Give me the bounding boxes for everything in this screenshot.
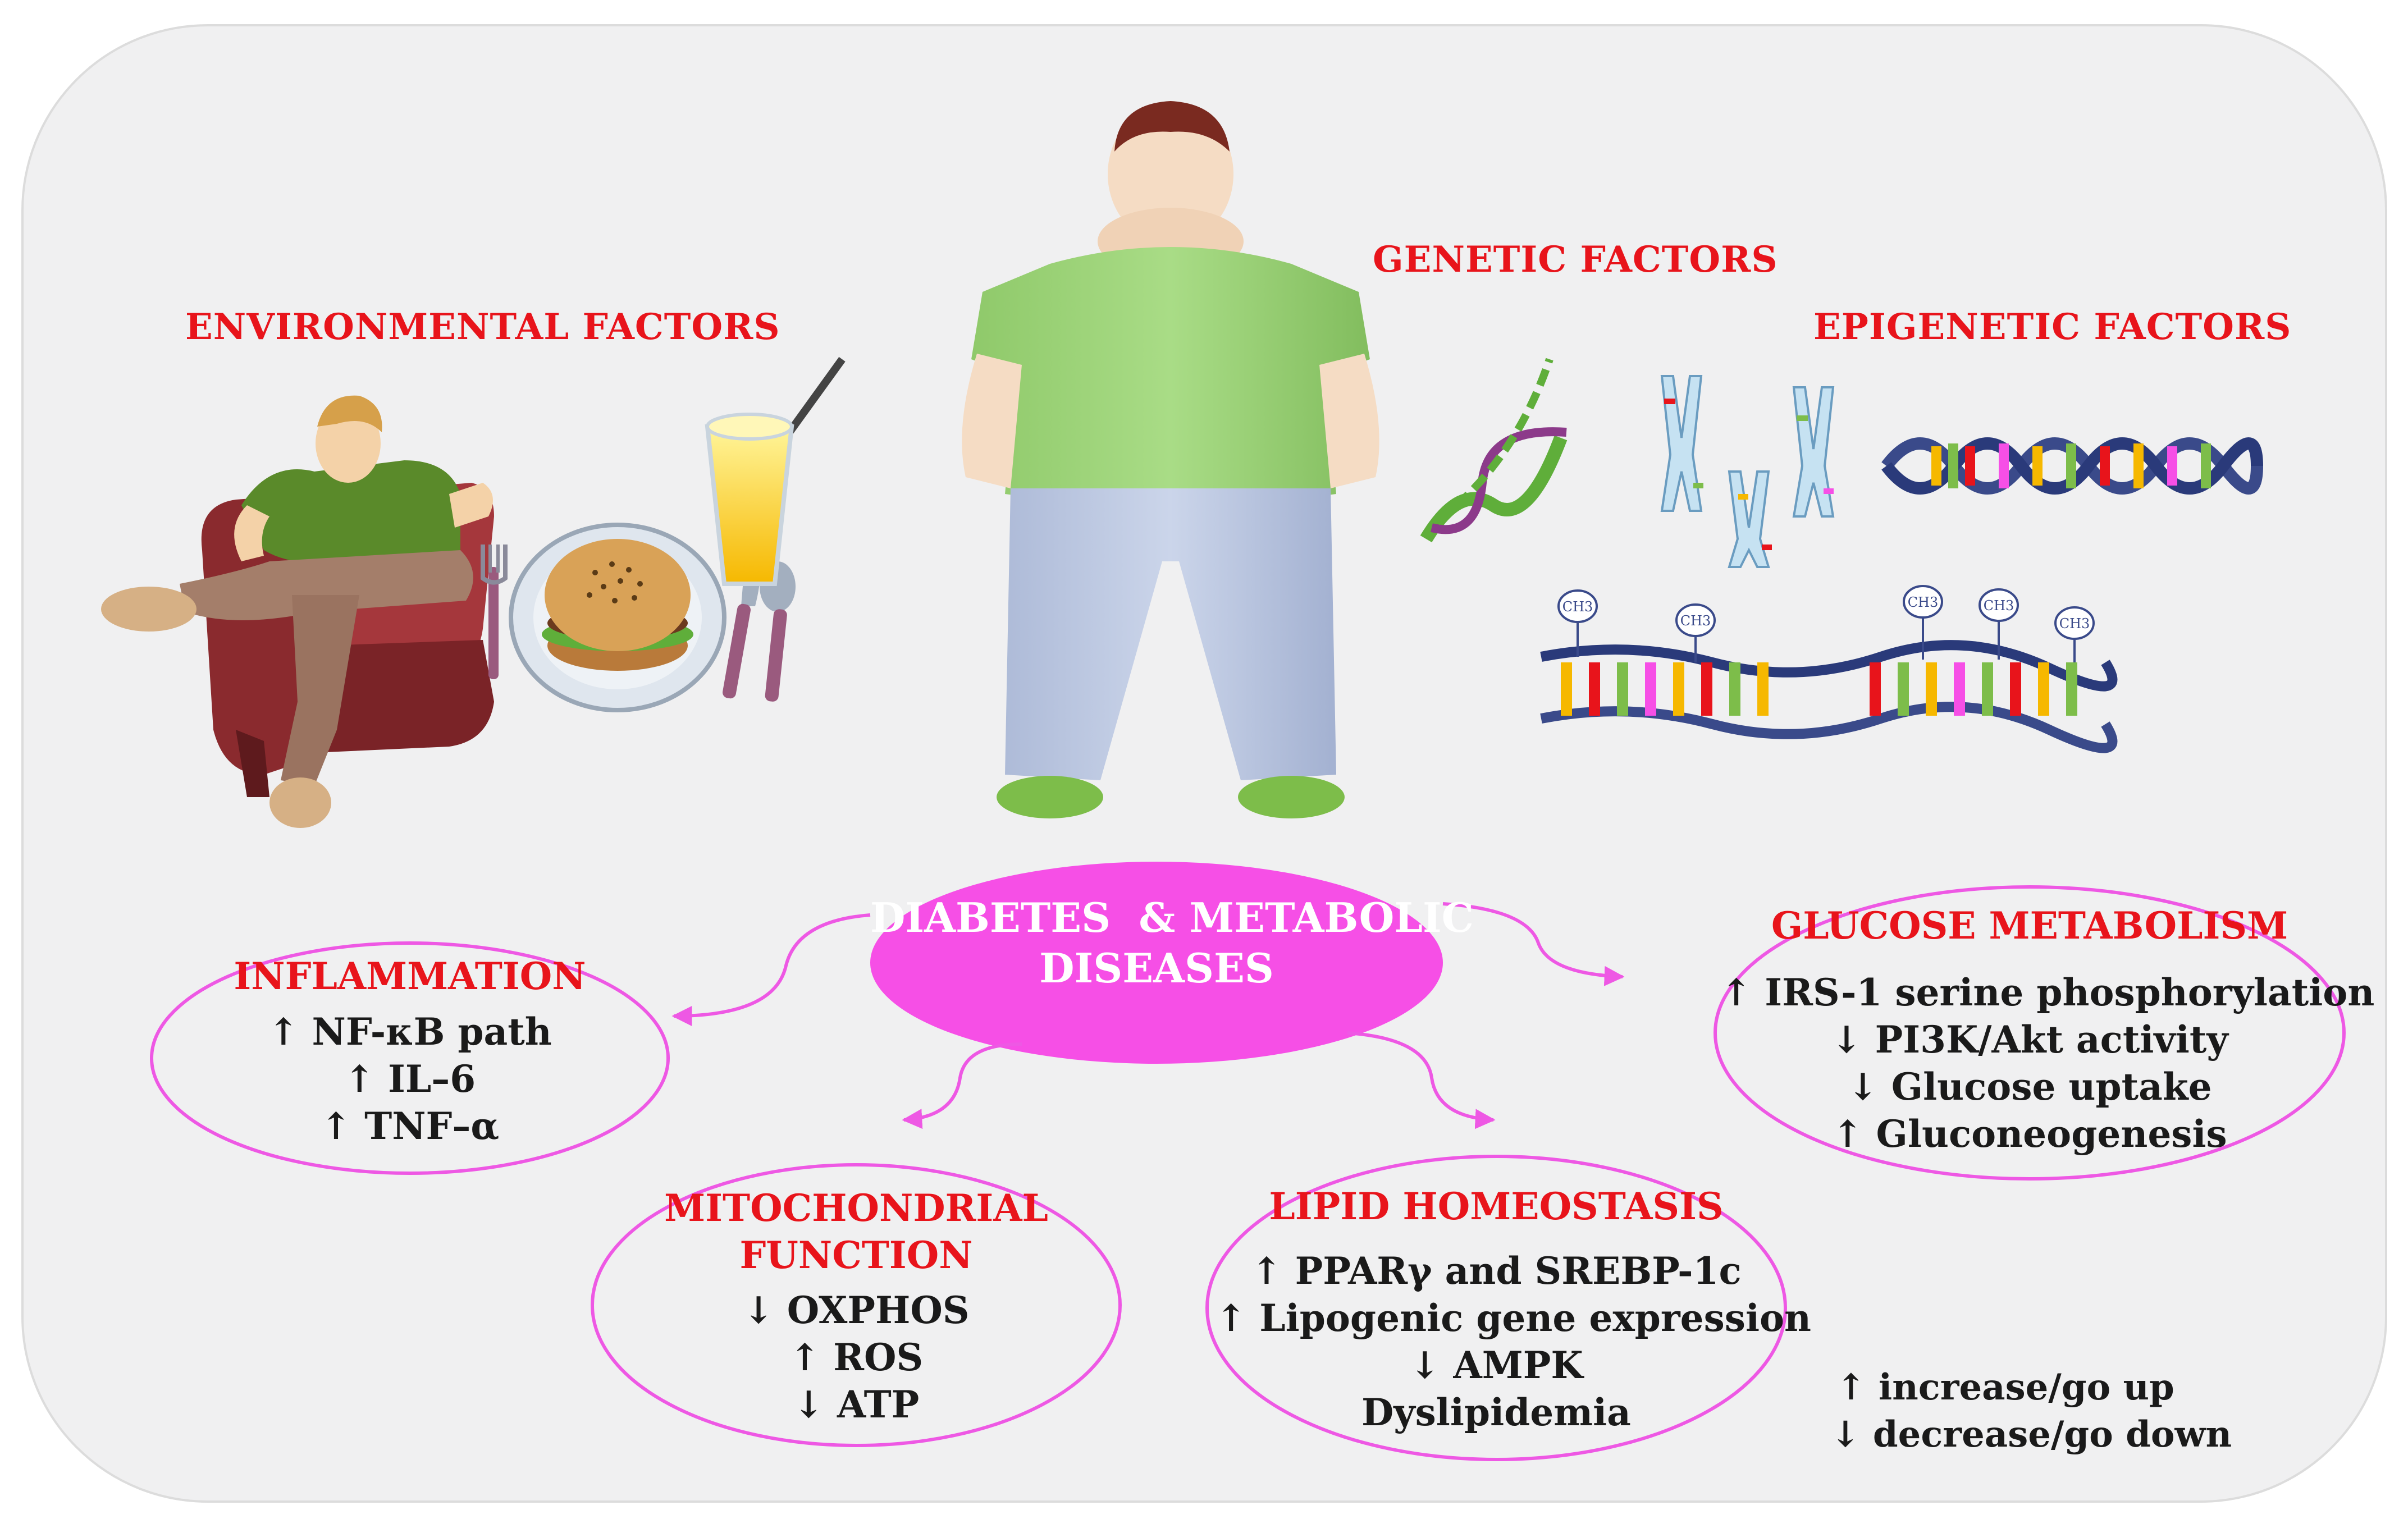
glucose-item: ↑ IRS-1 serine phosphorylation	[1721, 971, 2375, 1014]
legend-decrease: ↓ decrease/go down	[1830, 1413, 2232, 1456]
mitochondrial-title-line1: MITOCHONDRIAL	[664, 1186, 1048, 1230]
glucose-item: ↓ Glucose uptake	[1847, 1065, 2212, 1109]
inflammation-item: ↑ TNF–α	[320, 1104, 500, 1148]
arrow-to-lipid	[1347, 1031, 1496, 1129]
inflammation-item: ↑ IL–6	[344, 1057, 476, 1101]
inflammation-title: INFLAMMATION	[234, 954, 586, 998]
mitochondrial-title-line2: FUNCTION	[739, 1233, 973, 1277]
fork-icon	[481, 545, 508, 679]
mitochondrial-item: ↑ ROS	[789, 1335, 924, 1379]
mitochondrial-box: MITOCHONDRIAL FUNCTION ↓ OXPHOS ↑ ROS ↓ …	[632, 1184, 1081, 1428]
methyl-group-marker	[1903, 585, 1943, 619]
lipid-item: ↑ PPARγ and SREBP-1c	[1251, 1249, 1742, 1293]
center-ellipse	[870, 862, 1443, 1064]
lipid-ellipse	[1205, 1155, 1787, 1461]
epigenetic-factors-label: EPIGENETIC FACTORS	[1813, 306, 2292, 348]
center-title: DIABETES & METABOLIC DISEASES	[870, 893, 1474, 994]
glucose-item: ↑ Gluconeogenesis	[1832, 1112, 2227, 1156]
mitochondrial-ellipse	[591, 1163, 1122, 1447]
genetic-factors-label: GENETIC FACTORS	[1373, 239, 1778, 281]
methyl-group-marker	[1557, 589, 1598, 623]
arrow-to-glucose	[1442, 902, 1625, 986]
lipid-title: LIPID HOMEOSTASIS	[1269, 1184, 1724, 1228]
mitochondrial-item: ↓ OXPHOS	[743, 1288, 970, 1332]
glucose-title: GLUCOSE METABOLISM	[1771, 904, 2288, 948]
methyl-label: CH3	[1984, 598, 2014, 614]
methyl-label: CH3	[1908, 594, 1939, 610]
lipid-item: ↓ AMPK	[1409, 1343, 1583, 1387]
glucose-ellipse	[1714, 885, 2346, 1181]
glucose-item: ↓ PI3K/Akt activity	[1831, 1018, 2228, 1062]
inflammation-ellipse	[150, 941, 670, 1175]
methyl-label: CH3	[1680, 613, 1711, 629]
methyl-group-marker	[1979, 588, 2019, 622]
center-title-line1: DIABETES & METABOLIC	[870, 894, 1474, 941]
inflammation-box: INFLAMMATION ↑ NF-κB path ↑ IL–6 ↑ TNF–α	[185, 954, 634, 1150]
legend-increase: ↑ increase/go up	[1836, 1366, 2174, 1408]
inflammation-item: ↑ NF-κB path	[268, 1010, 552, 1054]
juice-glass-icon	[705, 356, 846, 586]
methyl-group-marker	[2054, 606, 2095, 640]
arrow-to-inflammation	[671, 913, 871, 1026]
dna-strand-icon	[1881, 437, 2263, 495]
lipid-box: LIPID HOMEOSTASIS ↑ PPARγ and SREBP-1c ↑…	[1216, 1184, 1812, 1436]
dna-helix-icon	[1420, 358, 1568, 543]
lipid-item: Dyslipidemia	[1361, 1390, 1631, 1434]
methyl-group-marker	[1675, 603, 1716, 637]
methyl-label: CH3	[2059, 616, 2090, 632]
glucose-box: GLUCOSE METABOLISM ↑ IRS-1 serine phosph…	[1721, 904, 2375, 1157]
legend: ↑ increase/go up ↓ decrease/go down	[1830, 1364, 2232, 1458]
environmental-factors-label: ENVIRONMENTAL FACTORS	[185, 306, 780, 348]
methyl-label: CH3	[1562, 599, 1593, 615]
obese-person-icon	[962, 101, 1379, 818]
sedentary-man-icon	[101, 395, 494, 828]
burger-plate-icon	[509, 523, 726, 712]
methylated-dna-icon: CH3 CH3 CH3 CH3 CH3	[1540, 585, 2118, 753]
center-title-line2: DISEASES	[1039, 944, 1274, 992]
chromosome-icon	[1660, 375, 1835, 568]
arrow-to-mitochondrial	[902, 1042, 1022, 1129]
lipid-item: ↑ Lipogenic gene expression	[1216, 1296, 1812, 1340]
mitochondrial-item: ↓ ATP	[793, 1383, 920, 1426]
